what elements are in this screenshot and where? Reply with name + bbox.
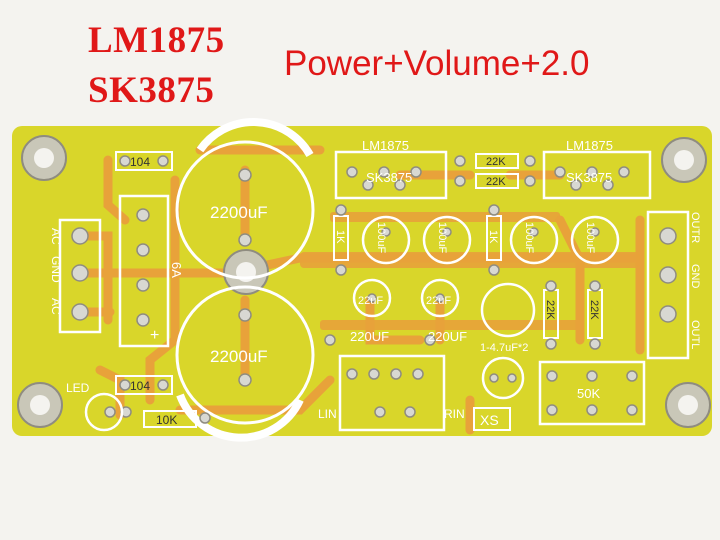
silk-input-gnd: GND (49, 256, 63, 283)
silk-res-22k-c: 22K (544, 300, 556, 320)
res-1k-b-outline (486, 215, 502, 261)
led-outline (84, 392, 124, 432)
capacitor-polarity-band-bottom (176, 393, 304, 442)
silk-res-22k-a: 22K (486, 156, 506, 168)
silk-plus: + (150, 327, 159, 344)
silk-lin: LIN (318, 407, 337, 421)
mounting-hole-bottom-left (17, 382, 63, 428)
mounting-holes (17, 135, 711, 428)
silk-pot: 50K (577, 386, 600, 401)
capacitor-polarity-band-top (196, 118, 314, 158)
silk-output-outl: OUTL (689, 320, 701, 349)
silk-chip-left-top: LM1875 (362, 138, 409, 153)
silk-input-ac-1: AC (49, 228, 63, 245)
caption-lm1875: LM1875 (88, 20, 225, 61)
silk-rectifier: 6A (169, 262, 184, 278)
cap-22uf-a-outline (352, 278, 392, 318)
silk-res-22k-b: 22K (486, 176, 506, 188)
silk-res-22k-d: 22K (588, 300, 600, 320)
silk-res-10k: 10K (156, 413, 177, 427)
rectifier-outline (118, 194, 170, 348)
silk-cap-220uf-b: 220UF (428, 329, 467, 344)
silk-input-ac-2: AC (49, 298, 63, 315)
mounting-hole-bottom-right (665, 382, 711, 428)
silk-chip-right-top: LM1875 (566, 138, 613, 153)
cap-100uf-4-outline (570, 215, 620, 265)
caption-sk3875: SK3875 (88, 70, 215, 111)
silk-cap-input: 1-4.7uF*2 (480, 342, 528, 354)
cap-100uf-1-outline (361, 215, 411, 265)
silk-led: LED (66, 381, 90, 395)
silk-output-outr: OUTR (689, 212, 701, 243)
cap-input-b-outline (481, 356, 525, 400)
mounting-hole-top-left (21, 135, 67, 181)
silk-cap-100uf-4: 100uF (584, 222, 596, 253)
chip-right-outline (542, 150, 652, 200)
cap-100uf-3-outline (509, 215, 559, 265)
silk-cap-104-bottom: 104 (130, 379, 150, 393)
silk-cap-top: 2200uF (210, 203, 268, 222)
res-22k-a-outline (475, 153, 519, 169)
silk-chip-right-bottom: SK3875 (566, 170, 612, 185)
silk-res-1k-a: 1K (334, 230, 346, 244)
pcb-substrate (12, 126, 712, 436)
caption-subtitle: Power+Volume+2.0 (284, 44, 590, 83)
res-10k-outline (143, 410, 197, 428)
cap-input-a-outline (480, 282, 536, 338)
silk-rin: RIN (444, 407, 465, 421)
ac-input-terminal (58, 218, 102, 334)
capacitor-outline-bottom (175, 285, 315, 425)
silk-cap-220uf-a: 220UF (350, 329, 389, 344)
output-terminal (646, 210, 690, 360)
mounting-hole-top-right (661, 137, 707, 183)
silk-chip-left-bottom: SK3875 (366, 170, 412, 185)
silk-xs: XS (480, 412, 499, 428)
cap-104-top-outline (115, 151, 173, 171)
silk-cap-104-top: 104 (130, 155, 150, 169)
cap-104-bottom-outline (115, 375, 173, 395)
silk-cap-bottom: 2200uF (210, 347, 268, 366)
xs-outline (473, 407, 511, 431)
chip-left-outline (334, 150, 448, 200)
silk-output-gnd: GND (689, 264, 701, 289)
silk-cap-22uf-b: 22uF (426, 295, 451, 307)
pot-outline (538, 360, 646, 426)
capacitor-outline-top (175, 140, 315, 280)
cap-22uf-b-outline (420, 278, 460, 318)
input-connector-outline (338, 354, 446, 432)
res-22k-b-outline (475, 173, 519, 189)
cap-100uf-2-outline (422, 215, 472, 265)
silk-res-1k-b: 1K (487, 230, 499, 244)
silk-cap-100uf-1: 100uF (375, 222, 387, 253)
silk-cap-100uf-3: 100uF (523, 222, 535, 253)
res-1k-a-outline (333, 215, 349, 261)
silk-cap-100uf-2: 100uF (436, 222, 448, 253)
silk-cap-22uf-a: 22uF (358, 295, 383, 307)
